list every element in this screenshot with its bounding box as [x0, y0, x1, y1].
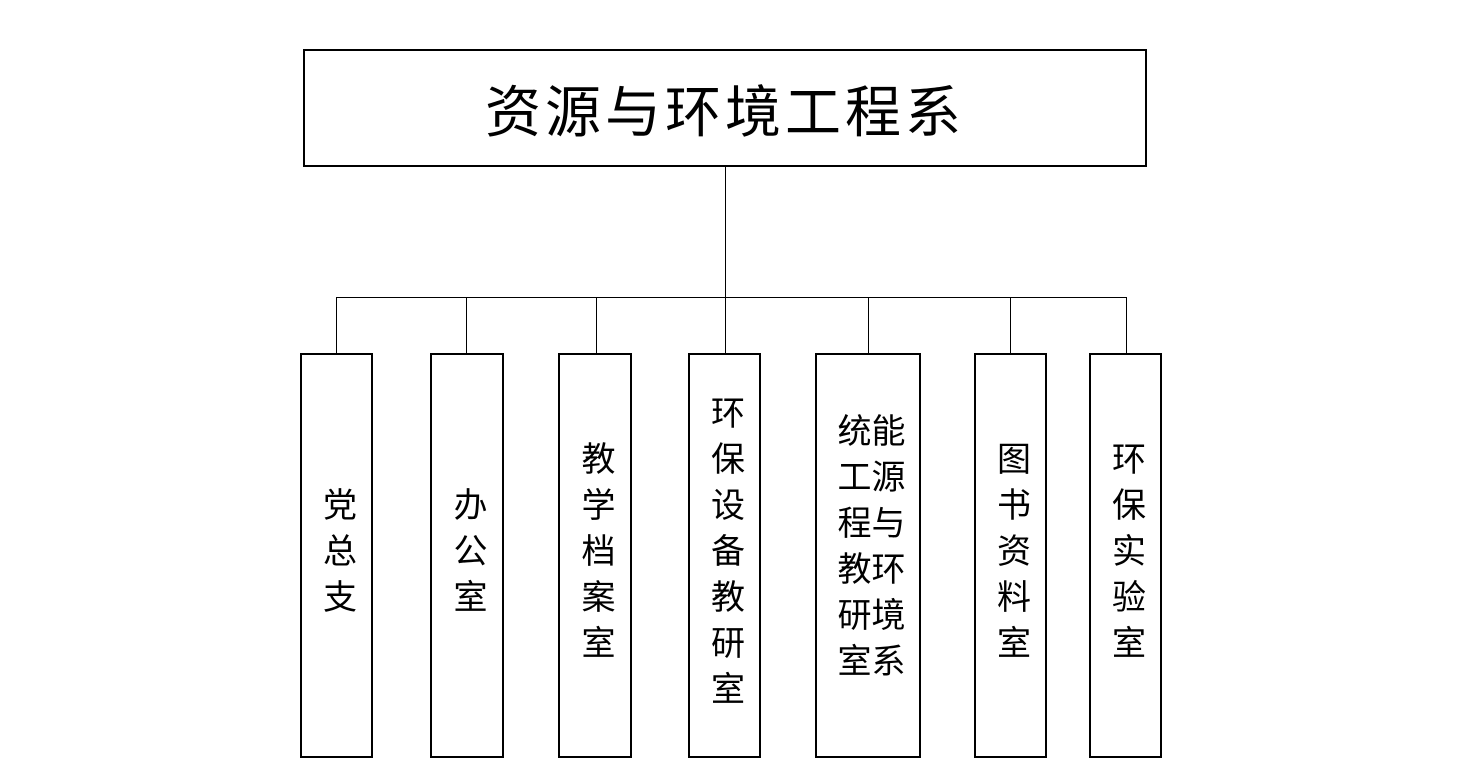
branch-connector — [725, 297, 726, 354]
child-label: 党总支 — [316, 486, 357, 625]
branch-connector — [336, 297, 337, 354]
child-node-office: 办公室 — [430, 353, 504, 758]
child-label: 图书资料室 — [990, 440, 1031, 671]
branch-connector — [1126, 297, 1127, 354]
child-label: 能源与环境系统工程教研室 — [831, 413, 905, 689]
child-label: 环保设备教研室 — [704, 394, 745, 717]
root-label: 资源与环境工程系 — [485, 80, 965, 146]
root-connector — [725, 167, 726, 297]
child-label: 教学档案室 — [575, 440, 615, 671]
branch-connector — [868, 297, 869, 354]
child-label: 环保实验室 — [1105, 440, 1146, 671]
branch-connector — [1010, 297, 1011, 354]
child-node-env-lab: 环保实验室 — [1089, 353, 1162, 758]
child-node-env-equipment-dept: 环保设备教研室 — [688, 353, 761, 758]
branch-connector — [596, 297, 597, 354]
child-node-party-branch: 党总支 — [300, 353, 373, 758]
child-node-teaching-archives: 教学档案室 — [558, 353, 632, 758]
child-node-library: 图书资料室 — [974, 353, 1047, 758]
child-node-energy-env-dept: 能源与环境系统工程教研室 — [815, 353, 921, 758]
child-label: 办公室 — [447, 486, 487, 625]
branch-bus — [336, 297, 1127, 298]
root-node: 资源与环境工程系 — [303, 49, 1147, 167]
branch-connector — [466, 297, 467, 354]
